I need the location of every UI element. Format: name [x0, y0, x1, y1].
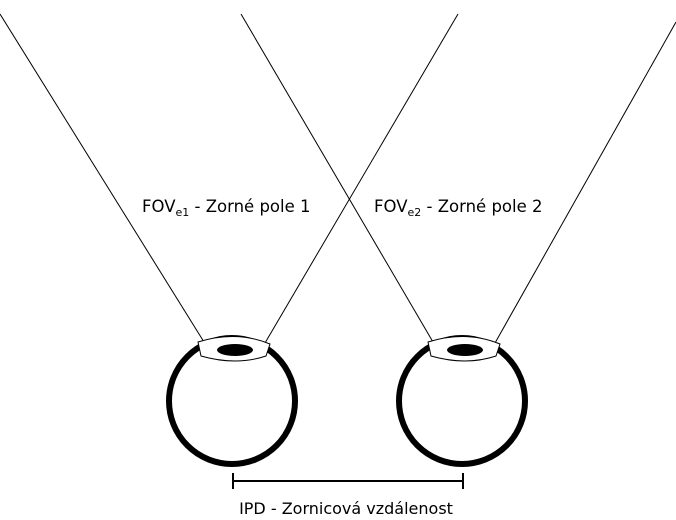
fov-label-1-prefix: FOV	[142, 197, 176, 216]
ipd-measure	[232, 473, 464, 489]
fov-label-1-text: - Zorné pole 1	[189, 197, 310, 216]
fov-label-2: FOVe2 - Zorné pole 2	[374, 197, 543, 219]
eye-2-pupil	[447, 344, 483, 356]
ipd-label: IPD - Zornicová vzdálenost	[239, 499, 453, 518]
fov-label-2-prefix: FOV	[374, 197, 408, 216]
eye-1	[166, 335, 298, 467]
eye-2	[396, 335, 528, 467]
fov-label-2-subscript: e2	[407, 206, 421, 219]
fov2-right-line	[494, 21, 676, 344]
fov1-left-line	[0, 13, 205, 343]
eye-1-pupil	[217, 344, 253, 356]
fov2-left-line	[240, 13, 434, 343]
fov-label-1: FOVe1 - Zorné pole 1	[142, 197, 311, 219]
fov-label-2-text: - Zorné pole 2	[421, 197, 542, 216]
fov1-right-line	[264, 13, 459, 344]
fov-label-1-subscript: e1	[175, 206, 189, 219]
